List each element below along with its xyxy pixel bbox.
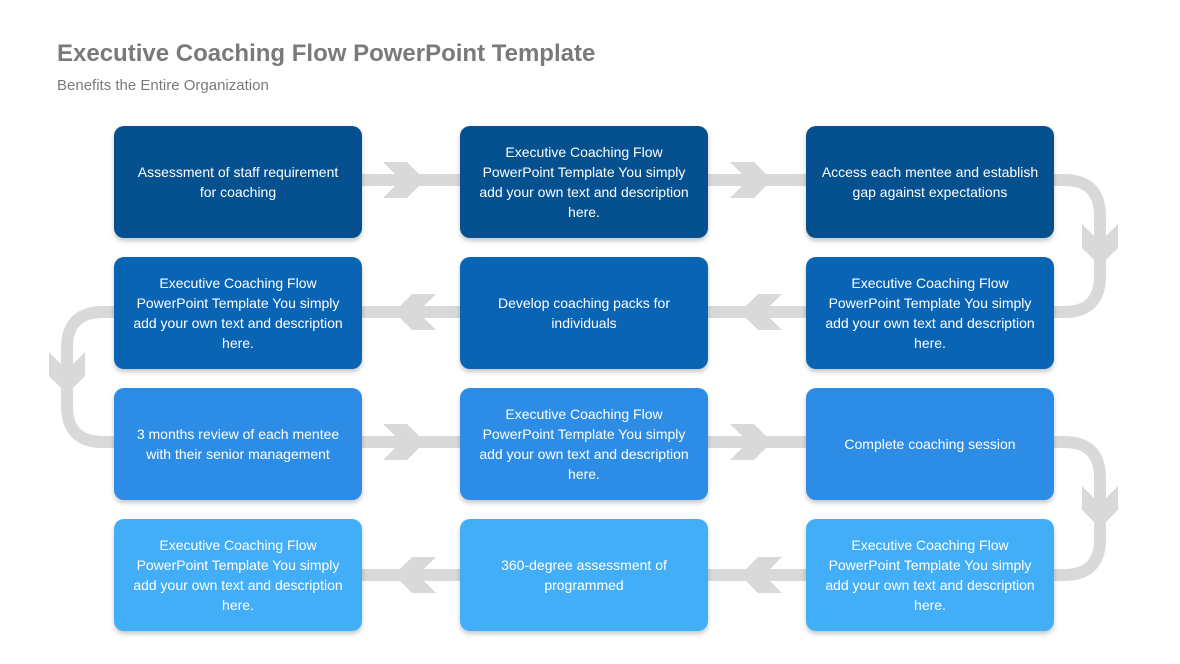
arrow-left-icon — [394, 294, 436, 330]
arrow-down-icon — [1082, 486, 1118, 528]
flow-step-2: Executive Coaching Flow PowerPoint Templ… — [460, 126, 708, 238]
arrow-down-icon — [1082, 224, 1118, 266]
arrow-right-icon — [383, 424, 425, 460]
arrow-right-icon — [730, 424, 772, 460]
flow-step-8: Executive Coaching Flow PowerPoint Templ… — [460, 388, 708, 500]
arrow-left-icon — [394, 557, 436, 593]
flow-step-10: Executive Coaching Flow PowerPoint Templ… — [806, 519, 1054, 631]
flow-step-6: Executive Coaching Flow PowerPoint Templ… — [114, 257, 362, 369]
flow-step-1: Assessment of staff requirement for coac… — [114, 126, 362, 238]
flow-step-5: Develop coaching packs for individuals — [460, 257, 708, 369]
flow-step-9: Complete coaching session — [806, 388, 1054, 500]
arrow-right-icon — [383, 162, 425, 198]
flow-step-7: 3 months review of each mentee with thei… — [114, 388, 362, 500]
arrow-left-icon — [740, 557, 782, 593]
page-title: Executive Coaching Flow PowerPoint Templ… — [57, 40, 596, 67]
arrow-down-icon — [49, 352, 85, 394]
page-subtitle: Benefits the Entire Organization — [57, 77, 269, 94]
flow-step-11: 360-degree assessment of programmed — [460, 519, 708, 631]
arrow-left-icon — [740, 294, 782, 330]
flow-step-12: Executive Coaching Flow PowerPoint Templ… — [114, 519, 362, 631]
arrow-right-icon — [730, 162, 772, 198]
flow-step-4: Executive Coaching Flow PowerPoint Templ… — [806, 257, 1054, 369]
flow-step-3: Access each mentee and establish gap aga… — [806, 126, 1054, 238]
